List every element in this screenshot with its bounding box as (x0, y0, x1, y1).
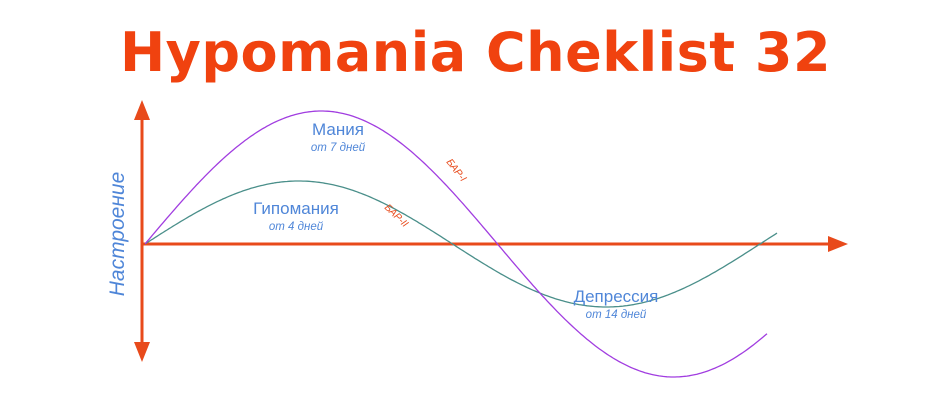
mania-label: Мания (312, 120, 364, 139)
bar2-curve (144, 180, 778, 308)
x-axis-arrow (828, 236, 848, 252)
y-axis-arrow-down (134, 342, 150, 362)
y-axis-arrow-up (134, 100, 150, 120)
y-axis-label: Настроение (106, 172, 129, 297)
mania-duration: от 7 дней (311, 142, 366, 154)
depression-label: Депрессия (574, 287, 659, 306)
depression-duration: от 14 дней (586, 309, 647, 321)
bar1-curve-label: БАР-I (444, 157, 469, 184)
page-title: Hypomania Cheklist 32 (119, 21, 832, 84)
hypomania-label: Гипомания (253, 199, 339, 218)
bar1-curve (144, 110, 768, 378)
hypomania-duration: от 4 дней (269, 221, 324, 233)
bar2-curve-label: БАР-II (382, 202, 410, 230)
